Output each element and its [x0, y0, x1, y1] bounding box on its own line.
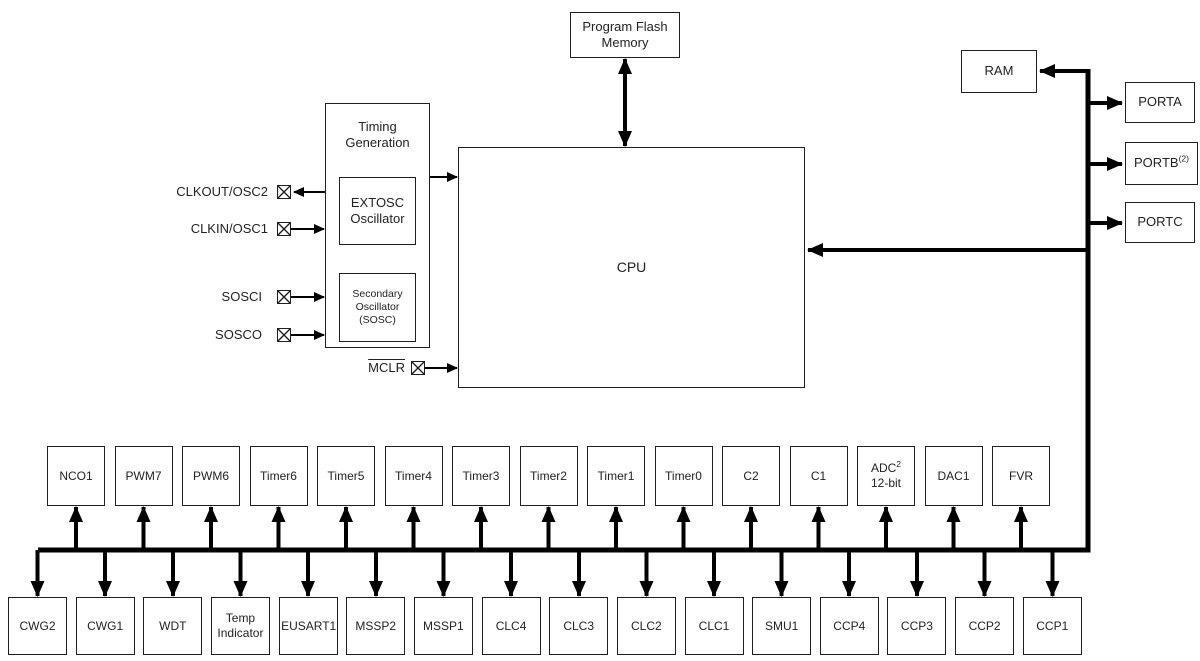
portb-label: PORTB: [1134, 155, 1179, 171]
peripheral-ccp1: CCP1: [1022, 597, 1082, 655]
peripheral-eusart1: EUSART1: [278, 597, 338, 655]
cpu-label: CPU: [616, 258, 647, 275]
peripheral-timer0: Timer0: [654, 446, 713, 506]
peripheral-clc1: CLC1: [684, 597, 744, 655]
peripheral-smu1: SMU1: [752, 597, 812, 655]
pin-pad-icon: [277, 185, 291, 199]
peripheral-cwg2: CWG2: [8, 597, 67, 655]
peripheral-timer3: Timer3: [452, 446, 510, 506]
peripheral-ccp2: CCP2: [955, 597, 1015, 655]
system-bus: [38, 69, 1091, 553]
timing-generation-label: Timing Generation: [345, 119, 410, 151]
peripheral-clc2: CLC2: [616, 597, 676, 655]
clkout-osc2-label: CLKOUT/OSC2: [176, 184, 268, 199]
pin-pad-icon: [411, 361, 425, 375]
peripheral-ccp3: CCP3: [887, 597, 947, 655]
program-flash-memory-box: Program Flash Memory: [570, 12, 680, 58]
peripheral-c2: C2: [722, 446, 780, 506]
peripheral-clc3: CLC3: [549, 597, 609, 655]
peripheral-ccp4: CCP4: [819, 597, 879, 655]
secondary-oscillator-box: Secondary Oscillator (SOSC): [339, 273, 416, 342]
portc-box: PORTC: [1125, 202, 1195, 243]
sosco-label: SOSCO: [215, 327, 262, 342]
row-bottom-stems: [30, 550, 1060, 597]
sosci-label: SOSCI: [221, 289, 262, 304]
peripheral-adc: ADC2 12-bit: [857, 446, 915, 506]
peripheral-timer2: Timer2: [519, 446, 578, 506]
peripheral-mssp2: MSSP2: [346, 597, 406, 655]
peripheral-timer5: Timer5: [317, 446, 375, 506]
clkin-osc1-label: CLKIN/OSC1: [190, 221, 268, 236]
porta-label: PORTA: [1138, 94, 1182, 110]
peripheral-wdt: WDT: [143, 597, 203, 655]
portb-footnote: (2): [1178, 154, 1189, 165]
peripheral-temp-indicator: Temp Indicator: [210, 597, 270, 655]
peripheral-cwg1: CWG1: [75, 597, 135, 655]
peripheral-pwm7: PWM7: [114, 446, 173, 506]
peripheral-nco1: NCO1: [47, 446, 105, 506]
portb-box: PORTB(2): [1125, 142, 1198, 185]
cpu-box: CPU: [458, 147, 805, 388]
adc-footnote: 2: [896, 459, 902, 469]
peripheral-timer1: Timer1: [587, 446, 645, 506]
pin-pad-icon: [277, 328, 291, 342]
peripheral-timer4: Timer4: [384, 446, 443, 506]
peripheral-c1: C1: [789, 446, 848, 506]
ram-label: RAM: [984, 63, 1014, 79]
pin-pad-icon: [277, 222, 291, 236]
pin-pad-icon: [277, 290, 291, 304]
ram-box: RAM: [961, 50, 1037, 93]
extosc-oscillator-label: EXTOSC Oscillator: [350, 194, 405, 226]
secondary-oscillator-label: Secondary Oscillator (SOSC): [352, 287, 403, 327]
extosc-oscillator-box: EXTOSC Oscillator: [339, 177, 416, 245]
peripheral-dac1: DAC1: [924, 446, 983, 506]
program-flash-memory-label: Program Flash Memory: [582, 18, 668, 50]
peripheral-timer6: Timer6: [249, 446, 308, 506]
peripheral-fvr: FVR: [992, 446, 1050, 506]
mclr-label: MCLR: [368, 360, 405, 375]
peripheral-mssp1: MSSP1: [413, 597, 473, 655]
porta-box: PORTA: [1125, 82, 1195, 123]
portc-label: PORTC: [1137, 214, 1183, 230]
peripheral-pwm6: PWM6: [182, 446, 240, 506]
row-top-stems: [69, 506, 1028, 550]
peripheral-clc4: CLC4: [481, 597, 541, 655]
